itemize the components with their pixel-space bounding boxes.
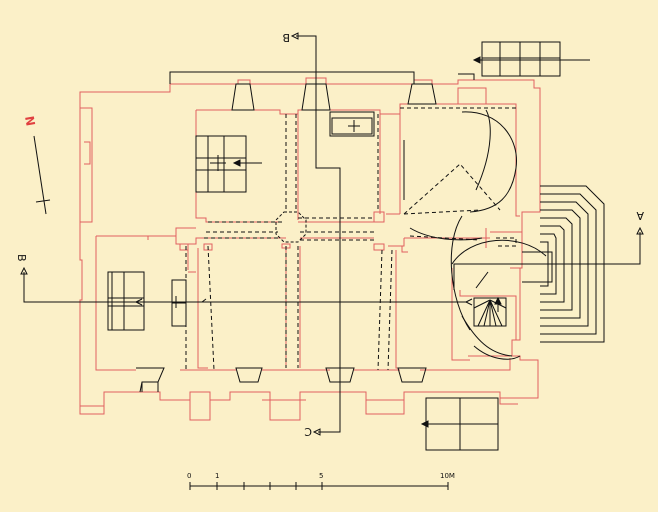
section-label-b-left: B <box>15 254 28 262</box>
staircase <box>522 185 605 343</box>
section-lines <box>20 32 644 436</box>
north-label: N <box>22 115 38 127</box>
spiral-stair <box>473 296 507 327</box>
octagon-column <box>275 211 307 243</box>
altars <box>107 111 375 331</box>
top-frames <box>169 71 475 84</box>
scale-tick-5: 5 <box>319 472 323 480</box>
section-label-a: A <box>636 209 644 222</box>
apse-arcs <box>403 109 547 360</box>
outer-walls <box>79 77 541 421</box>
scale-bar <box>189 482 449 490</box>
section-label-c: C <box>304 425 312 438</box>
section-label-b-top: B <box>282 31 290 44</box>
scale-tick-1: 1 <box>215 472 219 480</box>
steps-bottom <box>420 397 499 451</box>
scale-tick-10m: 10M <box>440 472 455 480</box>
north-arrow <box>33 135 51 215</box>
buttresses <box>136 83 437 393</box>
scale-tick-0: 0 <box>187 472 191 480</box>
steps-top <box>472 41 590 77</box>
